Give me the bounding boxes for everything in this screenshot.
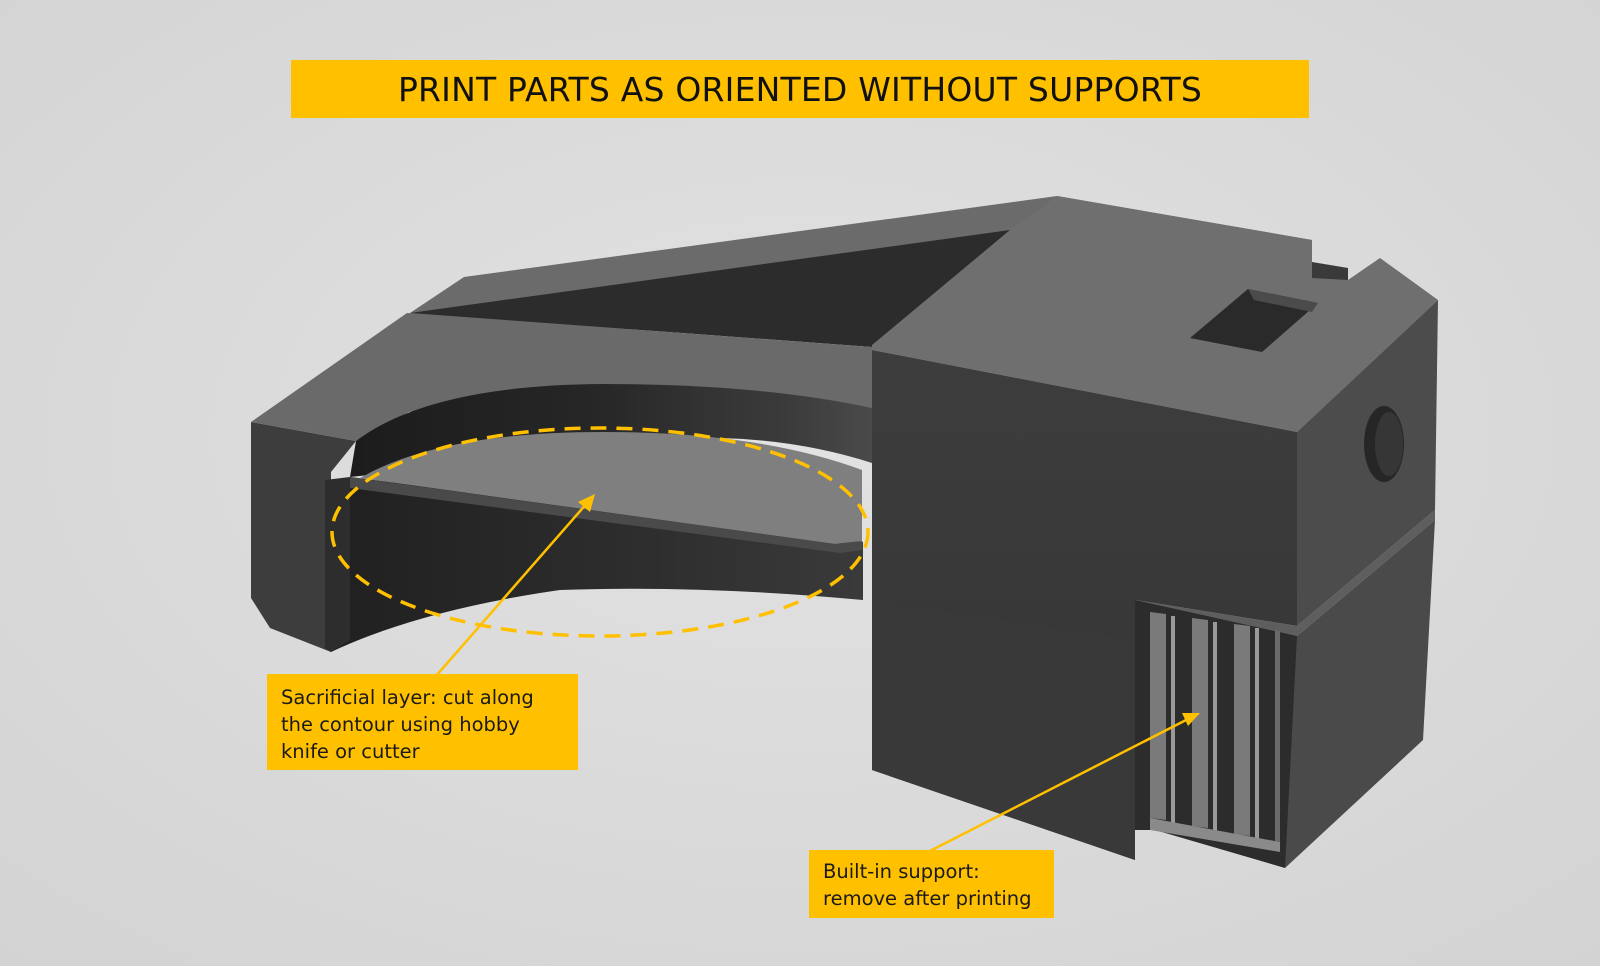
- callout-line: the contour using hobby: [281, 713, 520, 736]
- square-hole-wall: [1248, 289, 1318, 312]
- arm-inner-wall: [325, 477, 350, 652]
- arm-top-recess: [410, 230, 1010, 347]
- banner-text: PRINT PARTS AS ORIENTED WITHOUT SUPPORTS: [397, 69, 1203, 109]
- support-rib: [1275, 630, 1280, 842]
- support-rib-line: [1171, 616, 1175, 826]
- sacrificial-contour-marker: [330, 426, 870, 638]
- top-slot: [1312, 262, 1348, 280]
- support-rib: [1234, 624, 1250, 836]
- arm-bevel-face: [251, 313, 872, 441]
- callout-line: knife or cutter: [281, 740, 420, 763]
- support-rib-line: [1213, 622, 1217, 836]
- arrow-to-sacrificial-layer: [435, 494, 595, 677]
- support-rib: [1192, 618, 1208, 828]
- support-ribs: [1150, 612, 1280, 844]
- block-front-lower: [872, 600, 1135, 860]
- callout-line: remove after printing: [823, 887, 1032, 910]
- block-top-face: [872, 196, 1438, 432]
- sacrificial-layer: [360, 432, 862, 544]
- support-rib: [1150, 612, 1166, 820]
- callout-line: Sacrificial layer: cut along: [281, 686, 534, 709]
- callout-line: Built-in support:: [823, 860, 980, 883]
- arrow-to-built-in-support: [927, 713, 1200, 854]
- instruction-banner: PRINT PARTS AS ORIENTED WITHOUT SUPPORTS: [291, 60, 1309, 118]
- support-base: [1150, 818, 1280, 852]
- side-round-hole-rim: [1375, 412, 1403, 476]
- bore-lower-surface: [331, 477, 863, 652]
- support-rib-line: [1255, 628, 1259, 844]
- sacrificial-layer-edge: [350, 477, 863, 553]
- sacrificial-layer-callout: Sacrificial layer: cut along the contour…: [267, 674, 578, 770]
- block-right-lower-face: [1285, 520, 1435, 868]
- built-in-support-callout: Built-in support: remove after printing: [809, 850, 1054, 918]
